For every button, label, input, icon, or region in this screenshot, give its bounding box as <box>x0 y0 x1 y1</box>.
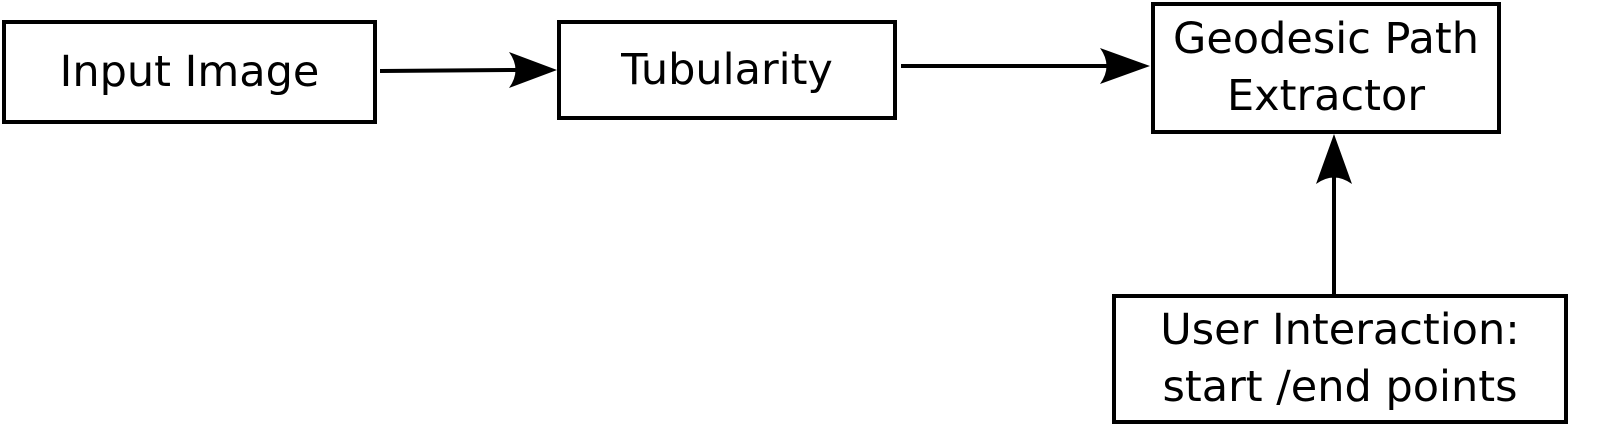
node-label-line-2: Extractor <box>1227 71 1425 121</box>
arrowhead-icon <box>1100 48 1150 84</box>
node-label: Tubularity <box>621 44 833 95</box>
edge-tubularity-to-geodesic <box>901 48 1150 84</box>
arrowhead-icon <box>509 52 557 88</box>
node-geodesic-path-extractor: Geodesic Path Extractor <box>1151 2 1501 134</box>
edge-line <box>379 68 517 73</box>
node-label-line-1: User Interaction: <box>1160 305 1520 355</box>
arrowhead-icon <box>1316 134 1352 184</box>
edge-input-to-tubularity <box>379 52 557 88</box>
node-label-line-2: start /end points <box>1162 362 1518 412</box>
node-user-interaction: User Interaction: start /end points <box>1112 294 1568 424</box>
node-label-line-1: Geodesic Path <box>1173 14 1479 64</box>
node-label: Input Image <box>59 46 320 97</box>
node-tubularity: Tubularity <box>557 20 897 120</box>
node-input-image: Input Image <box>2 20 377 124</box>
edge-user-to-geodesic <box>1316 134 1352 294</box>
